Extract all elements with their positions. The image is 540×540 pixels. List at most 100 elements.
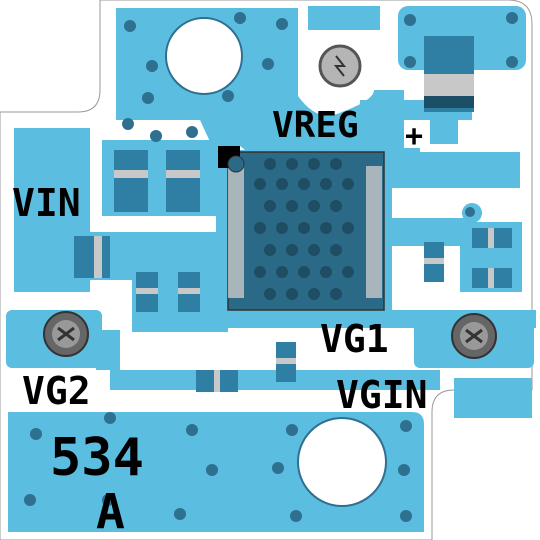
via-icon	[308, 200, 320, 212]
resistor-pad	[276, 358, 296, 364]
silkscreen-label-vreg: VREG	[272, 105, 359, 146]
via-icon	[286, 158, 298, 170]
via-icon	[24, 494, 36, 506]
via-icon	[186, 424, 198, 436]
via-icon	[308, 158, 320, 170]
via-icon	[102, 494, 114, 506]
screw-cross	[465, 328, 483, 344]
copper-vgin-pad	[454, 378, 532, 418]
via-icon	[254, 266, 266, 278]
via-icon	[222, 90, 234, 102]
via-icon	[465, 207, 475, 217]
mounting-hole-icon	[297, 417, 387, 507]
polarity-marker: +	[405, 119, 424, 154]
via-icon	[298, 178, 310, 190]
via-icon	[174, 508, 186, 520]
via-icon	[286, 244, 298, 256]
capacitor	[166, 150, 200, 212]
mounting-hole-icon	[165, 17, 243, 95]
via-icon	[262, 58, 274, 70]
via-icon	[264, 158, 276, 170]
via-icon	[320, 266, 332, 278]
via-icon	[330, 244, 342, 256]
via-icon	[264, 288, 276, 300]
screw-cross	[57, 326, 75, 342]
silkscreen-label-vg1: VG1	[320, 317, 389, 361]
via-icon	[276, 178, 288, 190]
via-icon	[404, 56, 416, 68]
revision-letter: A	[96, 484, 125, 540]
capacitor	[114, 150, 148, 212]
copper-vreg-strip	[396, 152, 520, 188]
via-icon	[30, 428, 42, 440]
via-icon	[286, 424, 298, 436]
via-icon	[342, 178, 354, 190]
via-icon	[308, 244, 320, 256]
capacitor-pad	[488, 268, 494, 288]
capacitor-pad	[94, 236, 102, 278]
silkscreen-label-vin: VIN	[12, 181, 81, 225]
via-icon	[142, 92, 154, 104]
via-icon	[298, 222, 310, 234]
via-icon	[146, 60, 158, 72]
copper-cap-pad	[430, 116, 458, 144]
via-icon	[342, 222, 354, 234]
via-icon	[150, 130, 162, 142]
via-icon	[206, 464, 218, 476]
pin1-dot	[227, 155, 245, 173]
via-icon	[254, 178, 266, 190]
silkscreen-label-vgin: VGIN	[336, 373, 428, 417]
via-icon	[272, 462, 284, 474]
via-icon	[308, 288, 320, 300]
copper-tab	[308, 6, 380, 30]
via-icon	[264, 244, 276, 256]
via-icon	[124, 20, 136, 32]
via-icon	[122, 118, 134, 130]
regulator-pad	[424, 74, 474, 96]
via-icon	[330, 288, 342, 300]
via-icon	[506, 56, 518, 68]
via-icon	[320, 222, 332, 234]
copper-right-trace	[380, 218, 470, 246]
via-icon	[186, 126, 198, 138]
via-icon	[400, 420, 412, 432]
via-icon	[298, 266, 310, 278]
copper-vg2-line	[110, 370, 440, 390]
via-icon	[254, 222, 266, 234]
via-icon	[398, 464, 410, 476]
via-icon	[400, 510, 412, 522]
part-number: 534	[50, 428, 144, 488]
via-icon	[290, 510, 302, 522]
via-icon	[286, 200, 298, 212]
via-icon	[330, 200, 342, 212]
silkscreen-label-vg2: VG2	[22, 369, 91, 413]
via-icon	[330, 158, 342, 170]
via-icon	[276, 18, 288, 30]
via-icon	[404, 14, 416, 26]
via-icon	[342, 266, 354, 278]
capacitor-pad	[488, 228, 494, 248]
via-icon	[276, 222, 288, 234]
ic-via-array	[254, 158, 354, 300]
resistor-pad	[178, 288, 200, 294]
via-icon	[234, 12, 246, 24]
via-icon	[320, 178, 332, 190]
via-icon	[104, 412, 116, 424]
via-icon	[264, 200, 276, 212]
capacitor-pad	[166, 170, 200, 178]
via-icon	[276, 266, 288, 278]
resistor-pad	[136, 288, 158, 294]
ic-pad-right	[366, 166, 382, 298]
capacitor	[74, 236, 110, 278]
capacitor-pad	[114, 170, 148, 178]
regulator-band	[424, 96, 474, 108]
ic-pad-left	[228, 166, 244, 298]
copper-vg2-trace	[96, 330, 120, 370]
resistor-pad	[424, 258, 444, 264]
screw-slot	[333, 55, 347, 77]
via-icon	[286, 288, 298, 300]
resistor-pad	[214, 370, 220, 392]
via-icon	[506, 12, 518, 24]
